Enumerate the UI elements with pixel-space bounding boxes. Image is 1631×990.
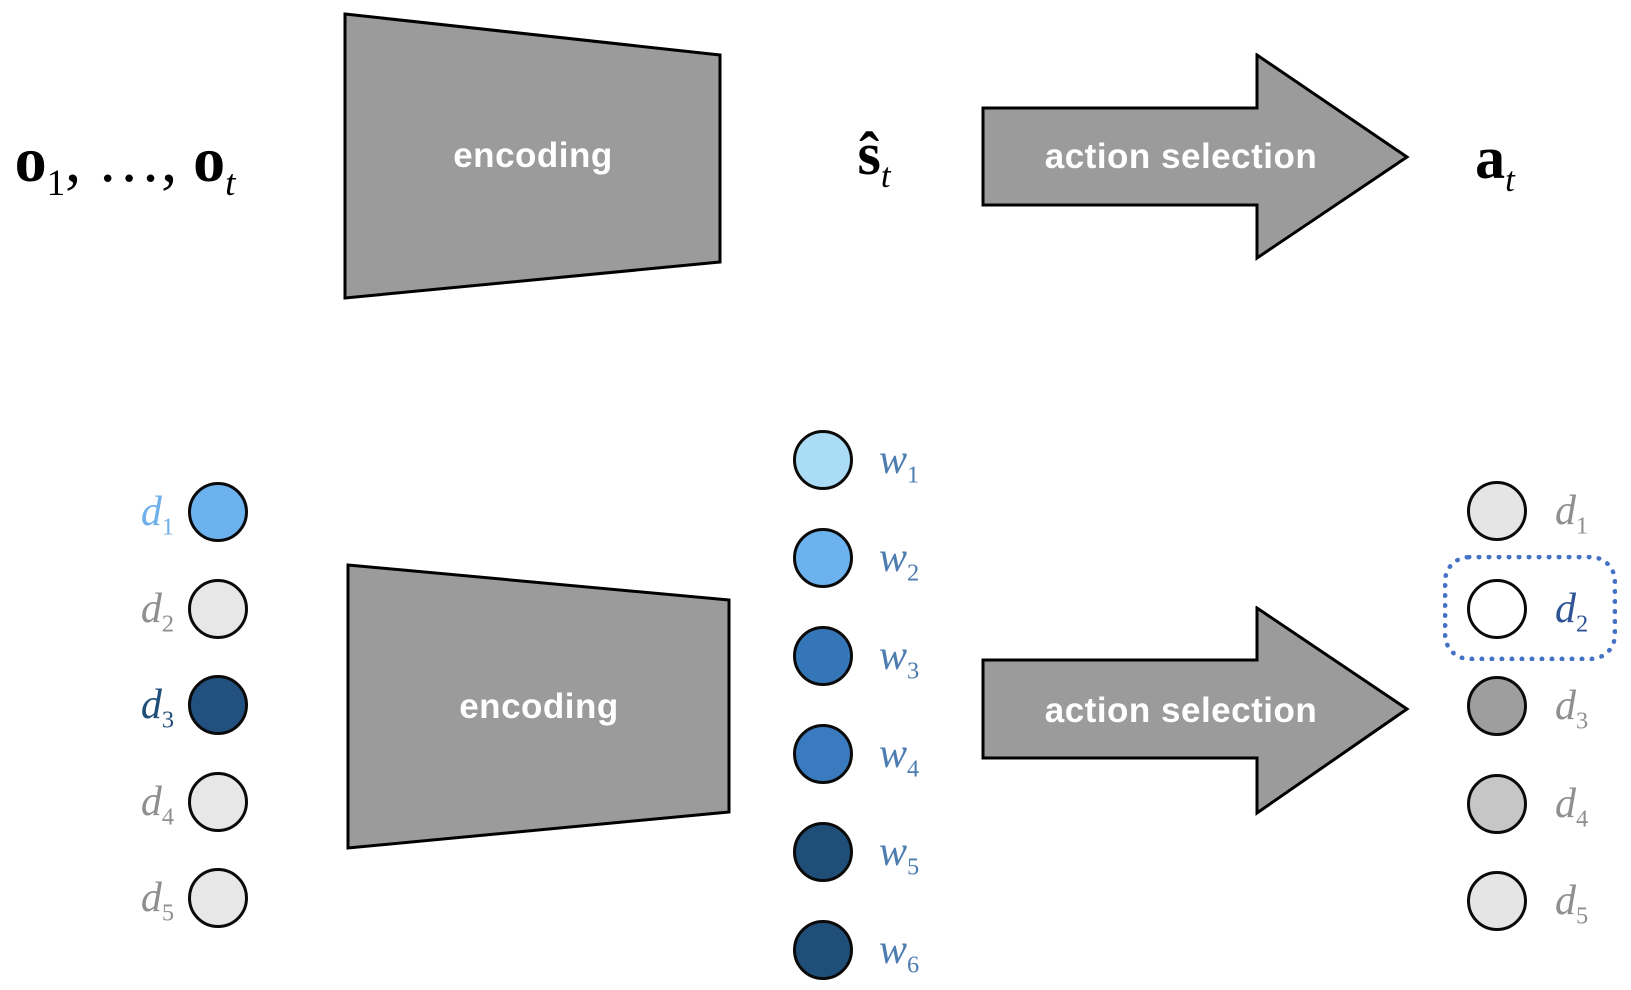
weight-circle [793,626,853,686]
action-selection-arrow-bottom [981,606,1410,816]
input-documents-column: d1 d2 d3 d4 d5 [116,482,248,965]
weight-row: w4 [793,724,919,784]
output-doc-circle [1467,578,1527,639]
weight-row: w3 [793,626,919,686]
encoder-trapezoid-top-shape [343,12,722,300]
weight-circle [793,724,853,784]
input-doc-circle [188,868,248,928]
output-doc-row: d4 [1467,773,1589,834]
ellipsis-separator: , …, [65,124,194,195]
output-doc-label: d1 [1555,488,1589,540]
encoder-trapezoid-bottom-shape [346,563,731,850]
input-doc-row: d1 [116,482,248,542]
weight-label: w3 [879,633,920,685]
input-doc-circle [188,482,248,542]
output-doc-label: d5 [1555,878,1589,930]
input-doc-label: d4 [140,778,174,830]
action-selection-arrow-bottom-shape [981,606,1410,816]
encoder-trapezoid-top [343,12,722,300]
input-doc-row: d2 [116,578,248,639]
input-doc-label: d1 [140,489,174,541]
output-doc-label: d3 [1555,683,1589,735]
output-doc-row: d3 [1467,676,1588,736]
output-doc-row: d1 [1467,481,1588,541]
action-selection-arrow-top [981,53,1410,261]
output-doc-circle [1467,871,1527,931]
observation-o1-subscript: 1 [46,162,66,204]
observation-o1: o [14,124,47,195]
input-doc-circle [188,578,248,639]
weight-label: w4 [879,731,920,783]
input-doc-label: d5 [140,875,174,927]
observation-ot: o [193,124,226,195]
observation-ot-subscript: t [225,162,236,204]
weight-circle [793,430,853,490]
observation-sequence-label: o1, …, ot [0,98,250,222]
weight-label: w5 [879,829,920,881]
input-doc-row: d5 [116,868,248,928]
action-label: at [1420,96,1570,220]
output-doc-row: d5 [1467,871,1588,931]
action-subscript: t [1505,159,1515,199]
weight-row: w1 [793,430,919,490]
input-doc-label: d2 [140,585,174,637]
action-selection-arrow-top-shape [981,53,1410,261]
input-doc-label: d3 [140,682,174,734]
weight-circle [793,920,853,980]
output-doc-label: d4 [1555,780,1589,832]
output-doc-circle [1467,481,1527,541]
output-doc-label: d2 [1555,585,1589,637]
output-doc-row-selected: d2 [1467,578,1589,639]
action-base: a [1475,124,1506,191]
encoder-trapezoid-bottom [346,563,731,850]
weight-circle [793,822,853,882]
weight-label: w6 [879,927,920,979]
weight-label: w2 [879,535,920,587]
state-estimate-base: ŝ [857,120,881,187]
output-doc-circle [1467,773,1527,834]
weight-row: w5 [793,822,919,882]
output-documents-column: d1 d2 d3 d4 d5 [1467,481,1588,969]
attention-weights-column: w1 w2 w3 w4 w5 w6 [793,430,919,990]
input-doc-row: d3 [116,675,248,735]
input-doc-row: d4 [116,771,248,832]
input-doc-circle [188,771,248,832]
state-estimate-subscript: t [880,155,891,195]
selected-doc-box [1443,555,1617,661]
state-estimate-label: ŝt [804,94,944,214]
input-doc-circle [188,675,248,735]
weight-row: w6 [793,920,919,980]
weight-circle [793,528,853,588]
output-doc-circle [1467,676,1527,736]
weight-row: w2 [793,528,919,588]
weight-label: w1 [879,437,920,489]
